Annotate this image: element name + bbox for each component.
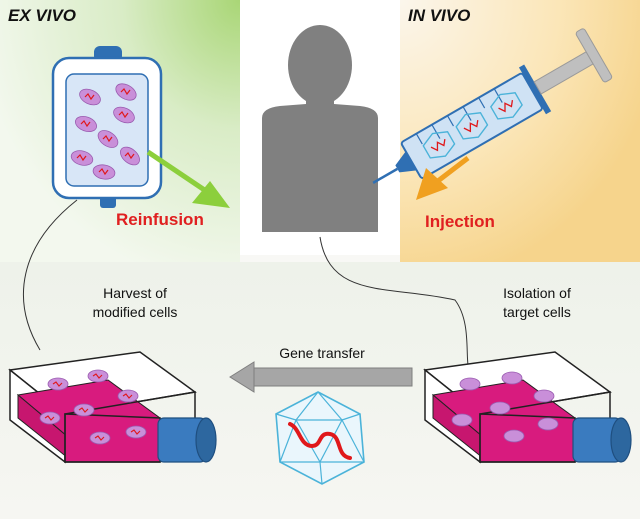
viral-vector-icon bbox=[275, 391, 365, 485]
isolation-label-line1: Isolation of bbox=[503, 285, 571, 301]
culture-flask-icon bbox=[8, 351, 217, 464]
person-silhouette-icon bbox=[262, 25, 378, 232]
reinfusion-arrow bbox=[146, 149, 230, 208]
in-vivo-title: IN VIVO bbox=[408, 6, 471, 25]
bag-to-flask-line bbox=[22, 199, 78, 351]
patient-to-flask-line bbox=[319, 236, 469, 366]
culture-flask-icon bbox=[423, 351, 632, 464]
harvest-label-line1: Harvest of bbox=[103, 285, 167, 301]
isolation-label-line2: target cells bbox=[503, 304, 571, 320]
isolation-label: Isolation of target cells bbox=[472, 284, 602, 322]
injection-arrow bbox=[416, 156, 470, 200]
harvest-label-line2: modified cells bbox=[92, 304, 178, 320]
gene-transfer-label: Gene transfer bbox=[279, 345, 365, 361]
gene-transfer-arrow bbox=[229, 361, 413, 393]
iv-bag-icon bbox=[51, 46, 163, 208]
reinfusion-label: Reinfusion bbox=[116, 210, 204, 229]
harvest-label: Harvest of modified cells bbox=[70, 284, 200, 322]
injection-label: Injection bbox=[425, 212, 495, 231]
ex-vivo-title: EX VIVO bbox=[8, 6, 77, 25]
syringe-icon bbox=[372, 28, 613, 184]
